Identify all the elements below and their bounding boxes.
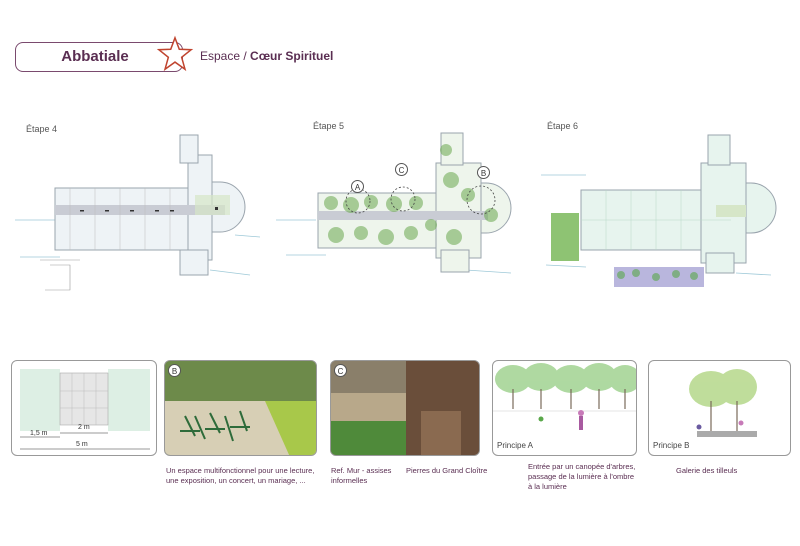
caption-principe-a: Entrée par un canopée d'arbres, passage … [528, 462, 636, 491]
stage-6-label: Étape 6 [547, 121, 579, 131]
card-dimensions: 1,5 m 2 m 5 m [11, 360, 157, 456]
subtitle-bold: Cœur Spirituel [250, 49, 334, 63]
marker-c: C [395, 163, 408, 176]
card-principe-a: Principe A [492, 360, 637, 456]
dim-label-b: 2 m [78, 424, 90, 431]
card-b-photo: B [164, 360, 317, 456]
page-title: Abbatiale [61, 48, 129, 65]
dim-label-c: 5 m [76, 441, 88, 448]
dimension-sketch [20, 369, 150, 450]
star-icon [156, 35, 194, 72]
wall-photos [331, 361, 479, 455]
caption-c-1: Ref. Mur - assises informelles [331, 466, 392, 485]
marker-b: B [477, 166, 490, 179]
badge-b: B [168, 364, 181, 377]
dim-label-a: 1,5 m [30, 430, 48, 437]
principe-a-label: Principe A [497, 441, 534, 450]
caption-c-2: Pierres du Grand Cloître [406, 466, 488, 475]
plan-stage-5 [276, 132, 512, 274]
subtitle-prefix: Espace / [200, 49, 251, 63]
card-principe-b: Principe B [648, 360, 791, 456]
page-subtitle: Espace / Cœur Spirituel [200, 49, 333, 63]
principe-b-label: Principe B [653, 441, 690, 450]
badge-c: C [334, 364, 347, 377]
caption-principe-b: Galerie des tilleuls [676, 466, 738, 475]
plan-stage-6 [541, 134, 777, 287]
stage-5-label: Étape 5 [313, 121, 345, 131]
plan-stage-4 [15, 134, 260, 291]
principe-b-sketch [689, 369, 757, 437]
principe-a-sketch [493, 363, 636, 430]
card-c-photos: C [330, 360, 480, 456]
marker-a: A [351, 180, 364, 193]
caption-b: Un espace multifonctionnel pour une lect… [166, 466, 315, 485]
chairs-photo [165, 361, 316, 455]
stage-4-label: Étape 4 [26, 124, 58, 134]
